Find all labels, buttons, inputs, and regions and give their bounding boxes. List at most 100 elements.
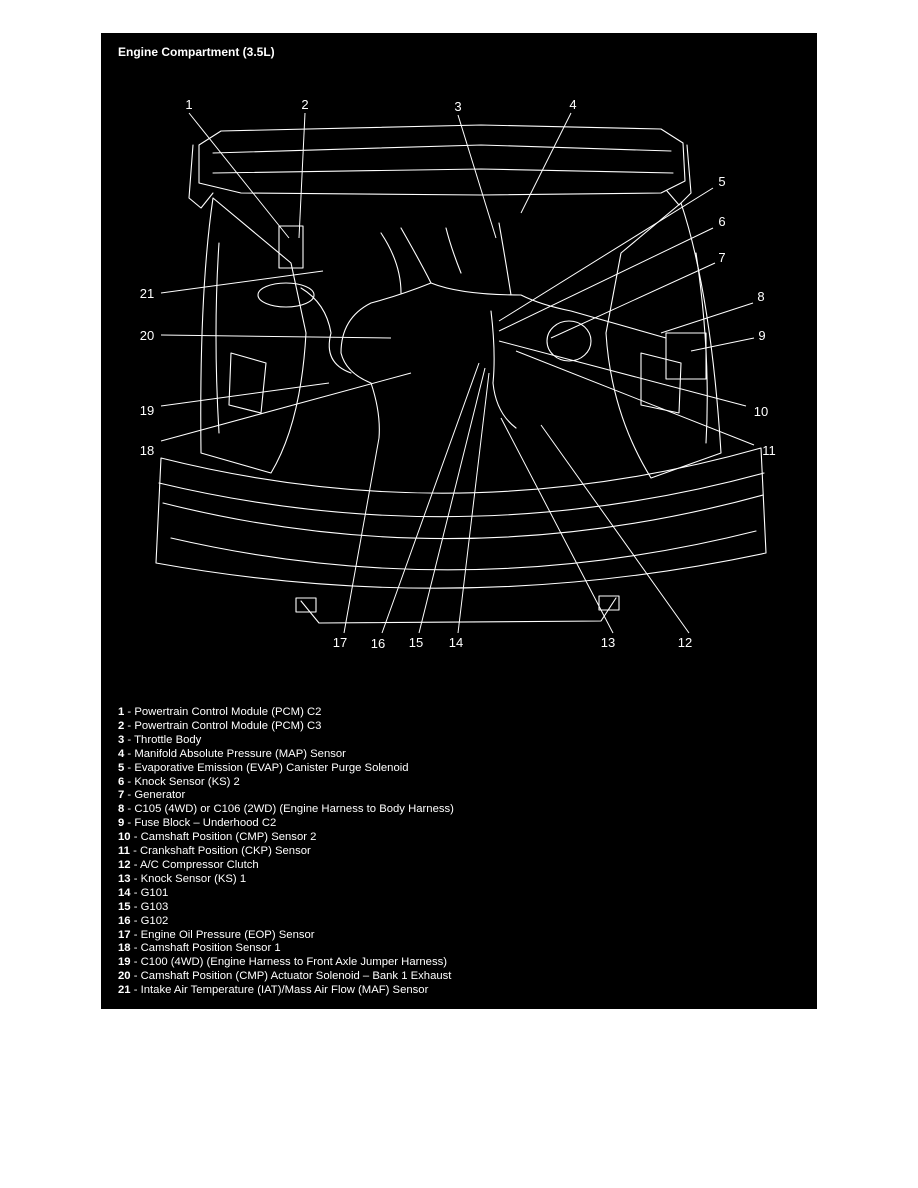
legend-item: 10 - Camshaft Position (CMP) Sensor 2 [118,831,454,845]
legend-number: 1 [118,706,125,718]
legend-separator: - [129,845,140,858]
callout-12: 12 [678,635,692,650]
legend-item: 18 - Camshaft Position Sensor 1 [118,942,454,956]
legend-separator: - [130,942,141,955]
legend-separator: - [124,747,135,760]
legend-label: G101 [140,886,169,899]
leader-14 [457,372,490,634]
legend-number: 19 [118,956,131,969]
legend-separator: - [130,900,141,913]
legend-label: Engine Oil Pressure (EOP) Sensor [140,928,315,941]
legend-separator: - [124,706,135,718]
wiring-harness-branch-front [490,310,517,429]
leader-16 [381,362,480,634]
legend-label: Knock Sensor (KS) 2 [134,775,240,788]
callout-6: 6 [718,214,725,229]
radiator-support-inner [212,144,674,174]
legend-item: 8 - C105 (4WD) or C106 (2WD) (Engine Har… [118,803,454,817]
legend-item: 16 - G102 [118,915,454,929]
left-fender-detail [215,242,267,434]
legend-separator: - [130,970,141,983]
legend-label: Powertrain Control Module (PCM) C2 [134,706,322,718]
leader-12 [540,424,690,634]
legend-separator: - [124,789,135,802]
legend-label: Camshaft Position (CMP) Actuator Solenoi… [140,970,452,983]
callout-19: 19 [140,403,154,418]
callout-21: 21 [140,286,154,301]
leader-18 [160,372,412,442]
callout-15: 15 [409,635,423,650]
legend-number: 3 [118,733,125,746]
legend-item: 6 - Knock Sensor (KS) 2 [118,776,454,790]
callout-10: 10 [754,404,768,419]
callout-9: 9 [758,328,765,343]
radiator-support [198,124,686,196]
legend-separator: - [130,984,141,997]
legend-label: Intake Air Temperature (IAT)/Mass Air Fl… [140,984,429,997]
leader-20 [160,334,392,339]
legend-item: 3 - Throttle Body [118,734,454,748]
legend-separator: - [124,733,135,746]
legend-separator: - [124,817,135,830]
legend-label: C105 (4WD) or C106 (2WD) (Engine Harness… [134,803,454,816]
callout-4: 4 [569,97,576,112]
pcm [278,225,304,269]
legend-label: Throttle Body [134,733,202,746]
callout-11: 11 [762,443,776,458]
leader-3 [457,114,497,239]
legend-number: 17 [118,928,131,941]
legend-number: 6 [118,775,125,788]
legend-number: 2 [118,719,125,732]
legend-item: 7 - Generator [118,789,454,803]
legend-number: 8 [118,803,125,816]
callout-7: 7 [718,250,725,265]
left-fender-well [200,197,307,474]
fuse-block [665,332,707,380]
leader-4 [520,112,572,214]
legend-item: 20 - Camshaft Position (CMP) Actuator So… [118,970,454,984]
leader-2 [298,112,306,239]
callout-16: 16 [371,636,385,651]
legend-label: A/C Compressor Clutch [140,858,259,871]
callout-5: 5 [718,174,725,189]
legend-item: 4 - Manifold Absolute Pressure (MAP) Sen… [118,748,454,762]
wiring-harness [400,227,667,339]
legend-label: Generator [134,789,186,802]
legend-number: 15 [118,900,131,913]
legend-label: G103 [140,900,169,913]
diagram-title: Engine Compartment (3.5L) [118,45,275,59]
legend-item: 21 - Intake Air Temperature (IAT)/Mass A… [118,984,454,998]
leader-11 [515,350,755,446]
leader-7 [550,262,716,339]
legend-number: 18 [118,942,131,955]
legend-label: Evaporative Emission (EVAP) Canister Pur… [134,761,409,774]
legend-separator: - [130,886,141,899]
maf-sensor [257,282,315,308]
tow-hook-left [295,597,317,613]
legend-number: 14 [118,886,131,899]
legend-separator: - [130,956,141,969]
legend-number: 10 [118,831,131,844]
front-bumper-line-2 [170,530,757,571]
leader-21 [160,270,324,294]
legend-number: 11 [118,845,130,858]
legend-item: 11 - Crankshaft Position (CKP) Sensor [118,845,454,859]
legend-separator: - [130,928,141,941]
callout-3: 3 [454,99,461,114]
legend-separator: - [130,914,141,927]
legend-label: Camshaft Position (CMP) Sensor 2 [140,831,317,844]
generator [546,320,592,362]
front-bumper-line-1 [162,494,764,540]
legend-number: 21 [118,984,131,997]
front-bumper-line-3 [158,472,765,518]
legend-separator: - [124,719,135,732]
legend-label: Crankshaft Position (CKP) Sensor [140,845,311,858]
callout-20: 20 [140,328,154,343]
legend-label: G102 [140,914,169,927]
leader-19 [160,382,330,407]
legend-number: 9 [118,817,125,830]
leader-9 [690,337,755,352]
legend-item: 15 - G103 [118,901,454,915]
legend-label: Camshaft Position Sensor 1 [140,942,281,955]
front-bumper [155,447,767,589]
